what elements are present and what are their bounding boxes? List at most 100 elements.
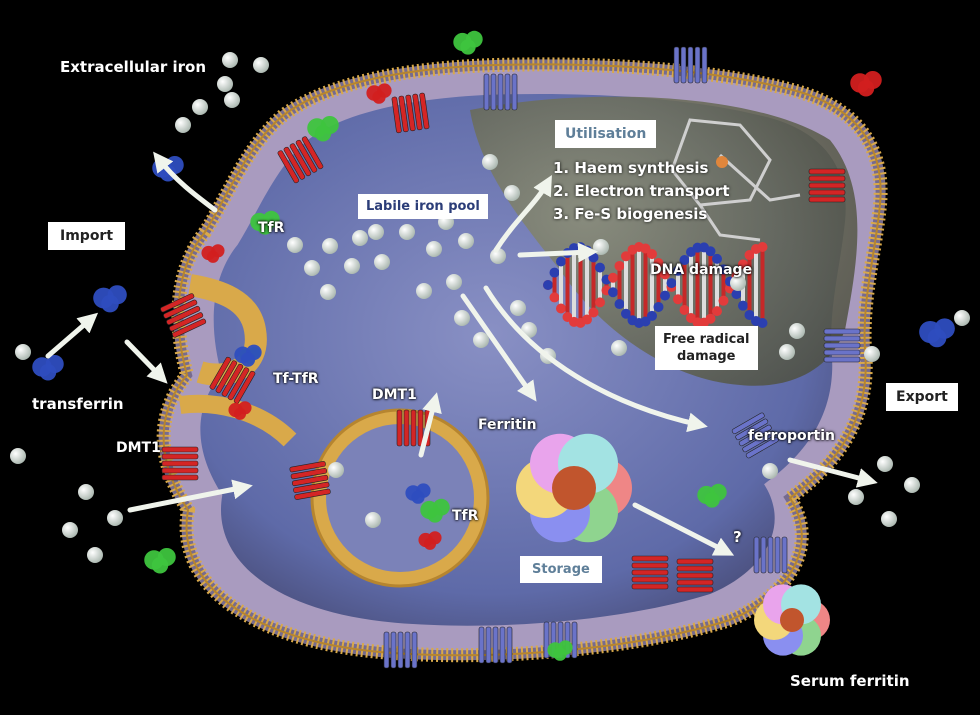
ferroportin-transporter-helix [571, 621, 578, 659]
iron-ion [10, 448, 26, 464]
iron-ion [877, 456, 893, 472]
ferroportin-transporter-helix [680, 46, 687, 84]
iron-ion [352, 230, 368, 246]
dmt1-transporter-helix [161, 467, 199, 474]
dna-atom [738, 259, 748, 270]
ferroportin-transporter [478, 626, 513, 664]
ferroportin-transporter-helix [735, 418, 769, 441]
dna-atom [712, 306, 722, 317]
dmt1-transporter-helix [412, 93, 423, 131]
dmt1-transporter-helix [391, 96, 402, 134]
iron-ion [779, 344, 795, 360]
iron-ion [446, 274, 462, 290]
pathway-arrow [418, 392, 442, 458]
dna-atom [744, 250, 755, 261]
dmt1-transporter [289, 461, 331, 500]
iron-ion [222, 52, 238, 68]
dmt1-transporter-helix [160, 293, 195, 313]
tfr-label: TfR [258, 220, 285, 236]
dna-atom [647, 249, 657, 260]
dna-atom [595, 297, 605, 308]
dmt1-transporter-helix [290, 468, 328, 480]
iron-ion [374, 254, 390, 270]
dmt1-transporter-helix [631, 562, 669, 569]
iron-ion [954, 310, 970, 326]
dmt1-transporter [808, 168, 846, 203]
dna-atom [595, 262, 605, 273]
ferroportin-transporter [753, 536, 788, 574]
iron-ion [175, 117, 191, 133]
dmt1-transporter-helix [631, 555, 669, 562]
iron-ion [87, 547, 103, 563]
tfr-protein [553, 647, 567, 661]
dna-atom [640, 243, 651, 254]
dmt1-transporter-helix [172, 318, 207, 338]
iron-ion [504, 185, 520, 201]
dmt1-membrane-label: DMT1 [116, 440, 161, 456]
iron-ion [490, 248, 506, 264]
dmt1-transporter-helix [161, 453, 199, 460]
iron-ion [253, 57, 269, 73]
ferritin-core [552, 466, 596, 510]
ferroportin-transporter [483, 73, 518, 111]
tfr-protein [151, 557, 169, 574]
dmt1-transporter-helix [676, 565, 714, 572]
dmt1-transporter-helix [161, 446, 199, 453]
dmt1-transporter-helix [631, 576, 669, 583]
iron-ion [426, 241, 442, 257]
iron-ion [62, 522, 78, 538]
ferroportin-transporter-helix [742, 430, 776, 453]
ferroportin-transporter-helix [731, 412, 765, 435]
dna-atom [705, 246, 716, 257]
dmt1-transporter-helix [169, 312, 204, 332]
ferroportin-transporter-helix [397, 631, 404, 669]
ferroportin-transporter-helix [823, 356, 861, 363]
serum-ferritin-core [780, 608, 804, 632]
iron-ion [848, 489, 864, 505]
tfr-protein [314, 125, 332, 142]
iron-ion [458, 233, 474, 249]
iron-ion [473, 332, 489, 348]
dna-atom [660, 290, 670, 301]
dmt1-transporter-helix [283, 146, 306, 180]
dmt1-transporter-helix [808, 189, 846, 196]
serum-ferritin-label: Serum ferritin [790, 672, 910, 690]
iron-bound-protein [423, 537, 437, 550]
ferroportin-transporter-helix [485, 626, 492, 664]
dna-atom [673, 265, 683, 276]
pathway-arrow [127, 479, 253, 513]
dmt1-transporter [396, 409, 431, 447]
ferroportin-transporter-helix [492, 626, 499, 664]
dna-atom [679, 255, 690, 266]
ferroportin-transporter-helix [497, 73, 504, 111]
tfr-protein [257, 219, 273, 235]
ferroportin-transporter-helix [823, 342, 861, 349]
dmt1-transporter-helix [161, 474, 199, 481]
dmt1-transporter [209, 356, 256, 404]
question-mark-label: ? [733, 528, 742, 546]
ferroportin-transporter-helix [823, 335, 861, 342]
dna-atom [718, 295, 729, 306]
dmt1-transporter-helix [289, 461, 326, 473]
dmt1-transporter-helix [676, 558, 714, 565]
transferrin-protein [927, 328, 947, 348]
iron-bound-protein [206, 250, 220, 263]
iron-ion [365, 512, 381, 528]
dna-atom [556, 256, 566, 267]
ferroportin-transporter-helix [490, 73, 497, 111]
ferroportin-transporter-helix [511, 73, 518, 111]
iron-bound-protein [857, 80, 875, 97]
ferroportin-transporter-helix [687, 46, 694, 84]
iron-ion [224, 92, 240, 108]
iron-ion [322, 238, 338, 254]
dmt1-transporter-helix [277, 150, 300, 184]
dna-atom [757, 242, 768, 253]
dmt1-endosome-label: DMT1 [372, 387, 417, 403]
iron-ion [510, 300, 526, 316]
dmt1-transporter [277, 136, 324, 184]
iron-ion [320, 284, 336, 300]
iron-ion [611, 340, 627, 356]
transferrin-protein [411, 490, 425, 504]
dmt1-transporter-helix [215, 360, 238, 394]
ferroportin-transporter-helix [673, 46, 680, 84]
